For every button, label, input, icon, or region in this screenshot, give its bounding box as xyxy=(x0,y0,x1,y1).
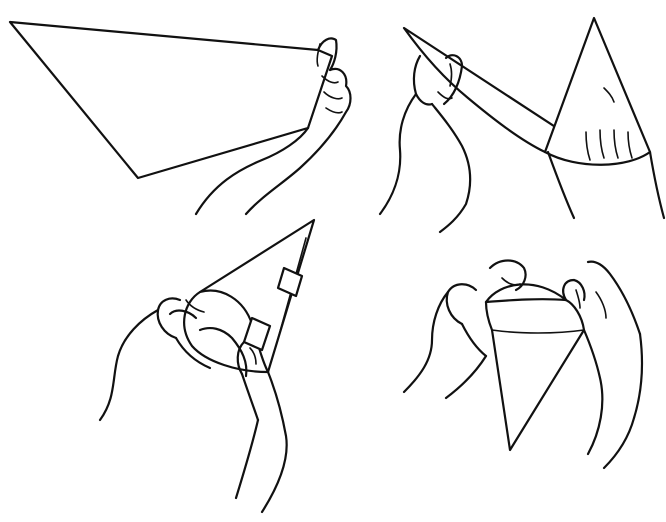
panel-step-4 xyxy=(404,261,642,469)
paper-cone xyxy=(486,299,584,450)
paper-triangle xyxy=(10,22,332,178)
paper-cone xyxy=(545,18,650,165)
right-hand xyxy=(563,262,642,468)
panel-step-2 xyxy=(380,18,664,232)
paper-flap xyxy=(404,28,560,152)
panel-step-1 xyxy=(10,22,351,214)
panel-step-3 xyxy=(100,220,314,512)
